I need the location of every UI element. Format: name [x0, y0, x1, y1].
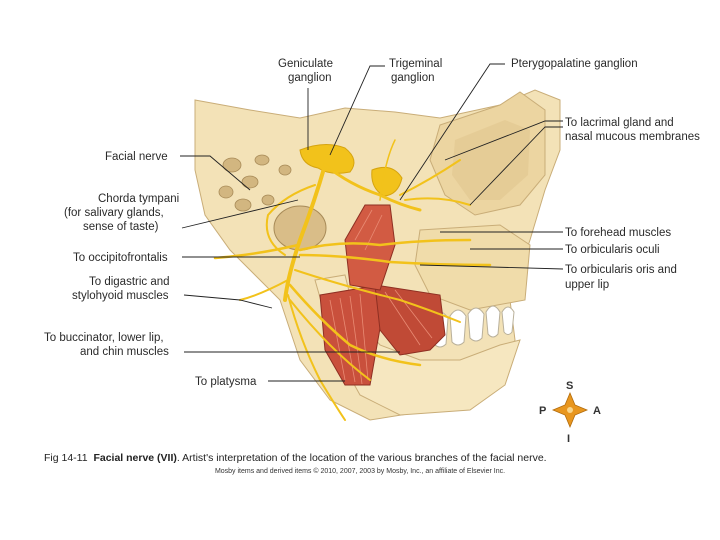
label-chorda-tympani: Chorda tympani (for salivary glands, sen… — [64, 193, 182, 233]
label-orbicularis-oris: To orbicularis oris and upper lip — [565, 264, 680, 291]
orientation-compass: S I P A — [539, 380, 601, 445]
compass-superior: S — [566, 380, 573, 392]
label-lacrimal-gland: To lacrimal gland and nasal mucous membr… — [565, 117, 700, 143]
caption-text: . Artist's interpretation of the locatio… — [177, 452, 547, 464]
label-digastric: To digastric and stylohyoid muscles — [72, 276, 173, 302]
label-buccinator: To buccinator, lower lip, and chin muscl… — [44, 332, 169, 358]
copyright-credit: Mosby items and derived items © 2010, 20… — [0, 468, 720, 475]
compass-anterior: A — [593, 405, 601, 417]
caption-title: Facial nerve (VII) — [93, 452, 176, 464]
figure-caption: Fig 14-11 Facial nerve (VII). Artist's i… — [44, 452, 704, 464]
compass-inferior: I — [567, 433, 570, 445]
label-orbicularis-oculi: To orbicularis oculi — [565, 244, 660, 256]
caption-fig-number: Fig 14-11 — [44, 452, 88, 464]
label-platysma: To platysma — [195, 376, 257, 388]
label-forehead-muscles: To forehead muscles — [565, 227, 671, 239]
label-pterygopalatine-ganglion: Pterygopalatine ganglion — [511, 58, 638, 70]
label-trigeminal-ganglion: Trigeminal ganglion — [389, 58, 445, 84]
label-facial-nerve: Facial nerve — [105, 151, 168, 163]
compass-posterior: P — [539, 405, 546, 417]
label-occipitofrontalis: To occipitofrontalis — [73, 252, 168, 264]
label-geniculate-ganglion: Geniculate ganglion — [278, 58, 336, 84]
